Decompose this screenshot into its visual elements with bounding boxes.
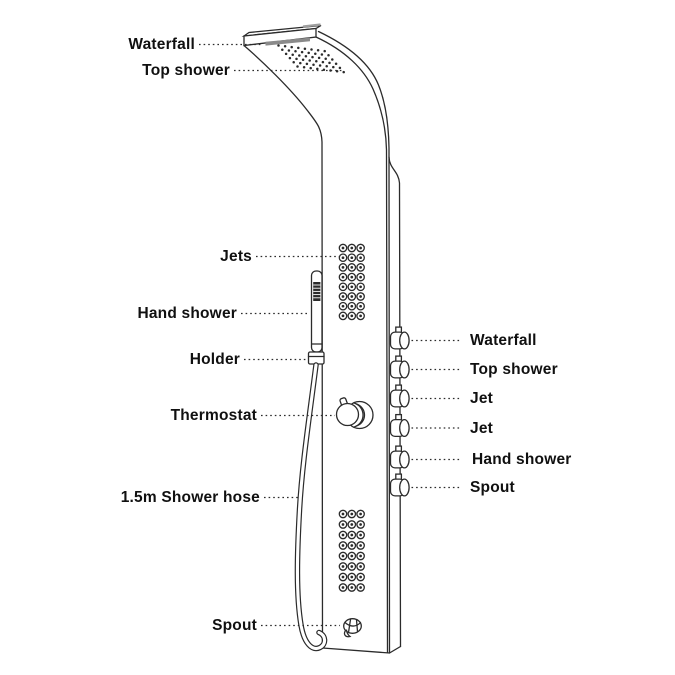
hand-shower-holder bbox=[307, 351, 325, 365]
leader-lines-left bbox=[199, 43, 344, 627]
thermostat-knob bbox=[335, 397, 374, 430]
label-knob-jet-1: Jet bbox=[470, 390, 494, 407]
label-hand-shower-left: Hand shower bbox=[137, 305, 237, 322]
label-top-shower-left: Top shower bbox=[142, 62, 230, 79]
spout bbox=[343, 618, 362, 638]
lower-jets-grid bbox=[338, 509, 365, 592]
upper-jets-grid bbox=[338, 243, 365, 321]
label-knob-spout: Spout bbox=[470, 479, 515, 496]
label-knob-jet-2: Jet bbox=[470, 420, 494, 437]
control-knob-6 bbox=[389, 473, 410, 497]
control-knob-4 bbox=[389, 413, 410, 438]
thermostat-dial bbox=[335, 402, 360, 427]
top-shower-nozzles bbox=[277, 44, 345, 74]
label-knob-top-shower: Top shower bbox=[470, 361, 558, 378]
control-knobs bbox=[389, 326, 410, 497]
leader-lines-right bbox=[411, 339, 462, 489]
spout-lip bbox=[343, 629, 352, 638]
shower-head bbox=[241, 23, 345, 74]
control-knob-1 bbox=[389, 326, 410, 350]
label-waterfall-left: Waterfall bbox=[128, 36, 195, 53]
control-knob-2 bbox=[389, 355, 410, 379]
label-shower-hose: 1.5m Shower hose bbox=[120, 489, 260, 506]
control-knob-3 bbox=[389, 384, 410, 408]
panel-right-edge-outer bbox=[317, 30, 391, 654]
label-knob-hand-shower: Hand shower bbox=[472, 451, 572, 468]
panel-right-edge-inner bbox=[315, 36, 389, 654]
shower-hose bbox=[294, 362, 328, 652]
panel-left-edge bbox=[243, 44, 324, 649]
shower-panel-body bbox=[243, 30, 402, 654]
head-top-accent bbox=[302, 23, 321, 28]
panel-bottom-edge bbox=[321, 645, 402, 654]
label-holder: Holder bbox=[189, 351, 240, 368]
label-knob-waterfall: Waterfall bbox=[470, 332, 537, 349]
hand-shower-wand bbox=[310, 270, 323, 353]
waterfall-outlet bbox=[265, 37, 310, 46]
panel-side-edge bbox=[388, 156, 402, 648]
head-front-bar bbox=[243, 27, 317, 47]
label-thermostat: Thermostat bbox=[170, 407, 257, 424]
control-knob-5 bbox=[389, 445, 410, 469]
label-spout-left: Spout bbox=[212, 617, 257, 634]
label-jets: Jets bbox=[220, 248, 252, 265]
